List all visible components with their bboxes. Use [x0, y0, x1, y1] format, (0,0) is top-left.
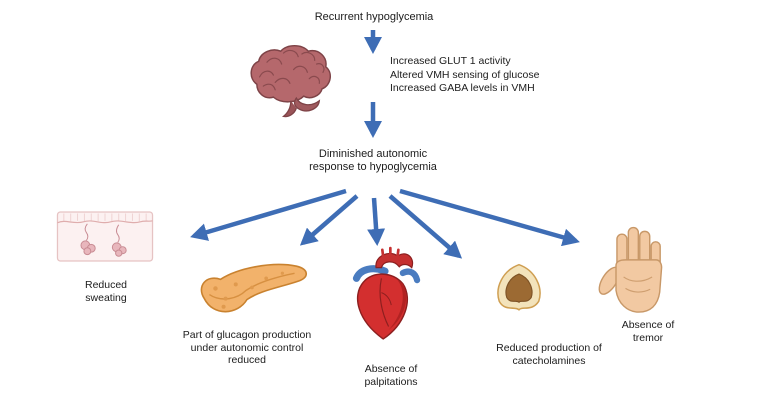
pancreas-icon	[200, 263, 308, 313]
brain-illustration	[243, 42, 335, 121]
adrenal-gland-icon	[497, 263, 541, 311]
heart-illustration	[344, 246, 426, 349]
hand-icon	[598, 226, 663, 313]
arrow-central-to-skin	[190, 188, 347, 241]
mechanism-list: Increased GLUT 1 activity Altered VMH se…	[390, 55, 539, 96]
pancreas-illustration	[193, 254, 315, 327]
arrow-central-to-pancreas	[299, 194, 359, 246]
outcome-label-reduced-sweating: Reduced sweating	[84, 279, 128, 304]
adrenal-gland-illustration	[486, 260, 552, 322]
mechanism-item-gaba: Increased GABA levels in VMH	[390, 82, 535, 94]
node-diminished-autonomic-response: Diminished autonomic response to hypogly…	[309, 148, 437, 173]
arrow-central-to-heart	[367, 197, 386, 247]
outcome-label-absence-palpitations: Absence of palpitations	[364, 363, 418, 388]
brain-icon	[250, 44, 331, 118]
outcome-label-absence-tremor: Absence of tremor	[621, 319, 675, 344]
hand-illustration	[597, 218, 673, 315]
skin-icon	[56, 211, 154, 262]
outcome-label-reduced-catecholamines: Reduced production of catecholamines	[496, 342, 602, 367]
skin-illustration	[56, 208, 154, 265]
arrow-central-to-hand	[399, 188, 580, 247]
node-recurrent-hypoglycemia: Recurrent hypoglycemia	[314, 11, 434, 23]
mechanism-item-glut1: Increased GLUT 1 activity	[390, 55, 511, 67]
heart-icon	[352, 246, 421, 340]
outcome-label-glucagon-reduced: Part of glucagon production under autono…	[182, 329, 312, 366]
mechanism-item-vmh-sensing: Altered VMH sensing of glucose	[390, 68, 540, 81]
